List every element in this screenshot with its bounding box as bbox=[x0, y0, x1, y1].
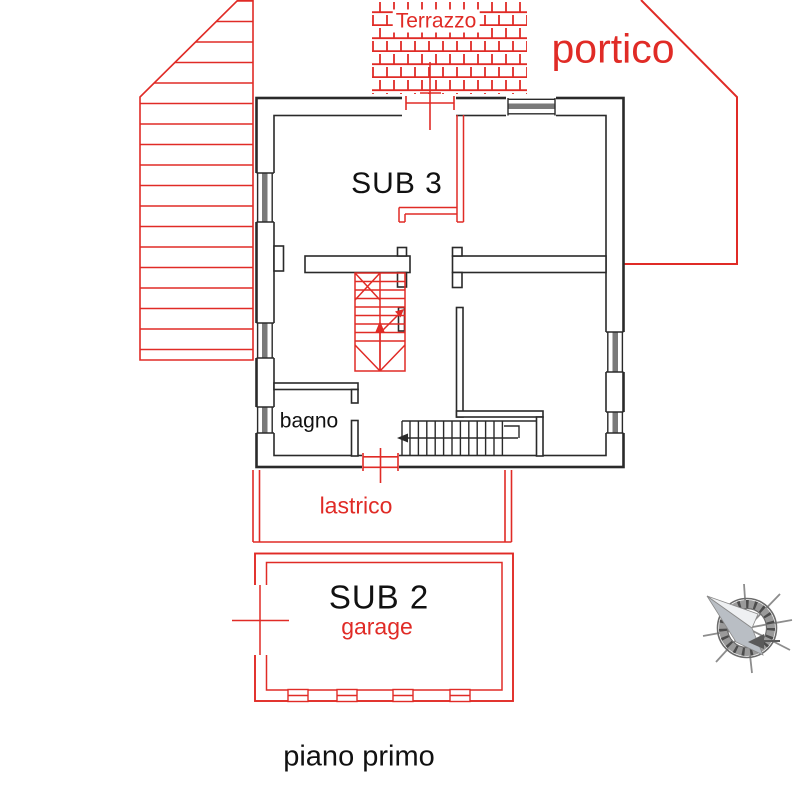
portico-boundary bbox=[610, 0, 738, 265]
bagno-label: bagno bbox=[279, 409, 339, 433]
window-symbols bbox=[256, 98, 624, 434]
roof-hatch-area bbox=[139, 0, 254, 361]
garage-outline bbox=[232, 552, 514, 703]
window-left-3 bbox=[256, 406, 274, 434]
sub3-label: SUB 3 bbox=[351, 167, 443, 200]
portico-label: portico bbox=[551, 25, 675, 72]
bottom-door-symbol bbox=[362, 448, 399, 483]
terrazzo-label: Terrazzo bbox=[392, 9, 480, 33]
building-walls bbox=[255, 96, 625, 469]
window-left-1 bbox=[256, 172, 274, 223]
spiral-stair bbox=[354, 272, 406, 372]
lastrico-label: lastrico bbox=[319, 492, 393, 519]
window-top bbox=[507, 98, 556, 116]
window-right-2 bbox=[606, 411, 624, 434]
red-partition bbox=[398, 115, 465, 223]
window-left-2 bbox=[256, 322, 274, 359]
straight-stair bbox=[397, 420, 537, 456]
interior-walls bbox=[273, 245, 607, 457]
compass-rose-icon bbox=[702, 583, 793, 674]
garage-label: garage bbox=[341, 613, 413, 640]
entrance-door-symbol bbox=[405, 62, 455, 130]
lastrico-outline bbox=[252, 470, 513, 543]
garage-vents bbox=[287, 688, 471, 703]
window-right-1 bbox=[606, 331, 624, 373]
sub2-label: SUB 2 bbox=[328, 578, 430, 616]
wall-openings bbox=[254, 95, 626, 470]
floor-title: piano primo bbox=[283, 740, 435, 773]
